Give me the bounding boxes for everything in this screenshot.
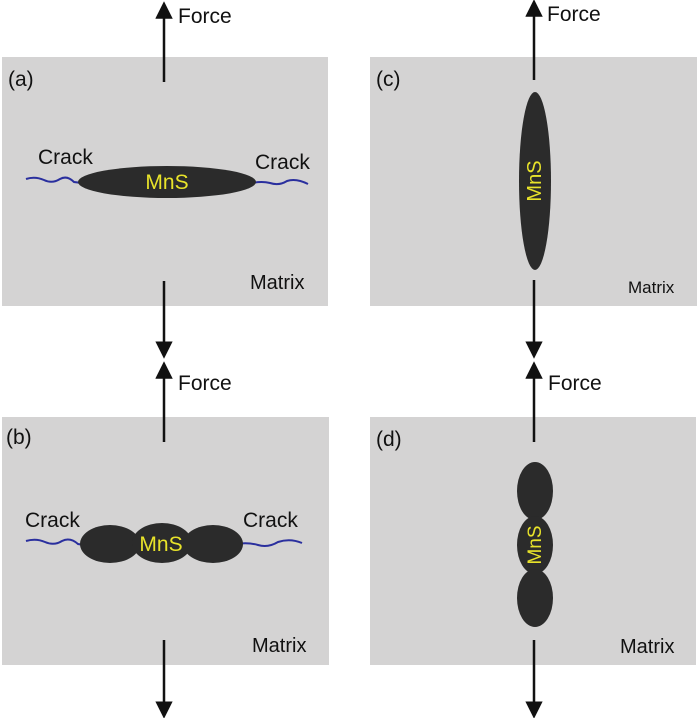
crack-right [251, 179, 309, 186]
mns-inclusion-left [80, 525, 140, 563]
panel-b: Force (b) MnS Crack Crack Matrix [2, 361, 329, 718]
force-label: Force [547, 3, 601, 26]
matrix-label: Matrix [252, 635, 306, 657]
mns-inclusion-bottom [517, 569, 553, 627]
panel-tag: (c) [376, 68, 401, 91]
force-label: Force [178, 5, 232, 28]
crack-right-label: Crack [255, 151, 310, 174]
panel-tag: (a) [8, 68, 34, 91]
panel-a: Force (a) MnS Crack Crack Matrix [2, 1, 328, 359]
mns-inclusion [519, 92, 551, 270]
mns-label: MnS [139, 533, 182, 556]
mns-inclusion-top [517, 462, 553, 520]
panel-tag: (b) [6, 426, 32, 449]
crack-left [25, 538, 85, 546]
matrix-label: Matrix [628, 278, 675, 297]
matrix-label: Matrix [250, 272, 304, 294]
matrix-label: Matrix [620, 636, 674, 658]
mns-label: MnS [524, 160, 546, 201]
crack-left-label: Crack [25, 509, 80, 532]
mns-label: MnS [145, 171, 188, 194]
mns-inclusion-center [132, 523, 192, 563]
crack-right-label: Crack [243, 509, 298, 532]
panel-d: Force (d) MnS Matrix [370, 361, 696, 718]
crack-left-label: Crack [38, 146, 93, 169]
crack-right [235, 539, 303, 547]
mns-inclusion-right [183, 525, 243, 563]
panel-tag: (d) [376, 428, 402, 451]
force-label: Force [178, 372, 232, 395]
mns-inclusion [78, 166, 256, 198]
crack-left [25, 176, 83, 184]
mns-inclusion-center [517, 516, 553, 574]
mns-label: MnS [525, 525, 546, 564]
force-label: Force [548, 372, 602, 395]
panel-c: Force (c) MnS Matrix [370, 0, 697, 359]
